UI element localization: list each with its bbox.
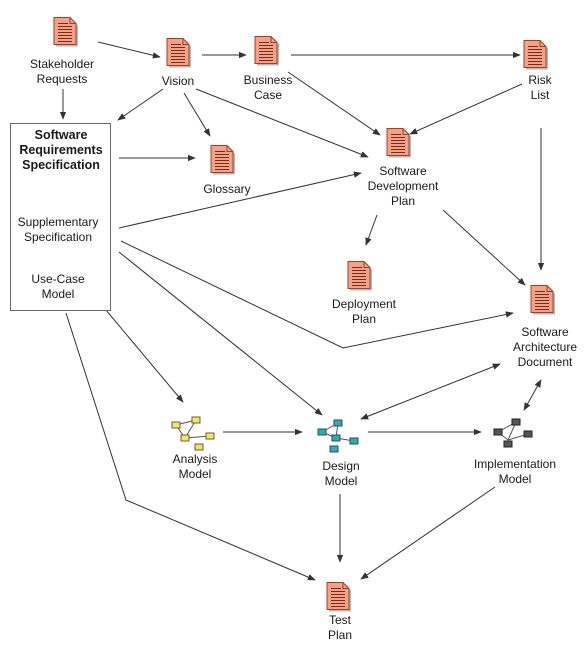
- stakeholder-requests-document-icon: [53, 17, 78, 47]
- vision-label: Vision: [161, 74, 195, 88]
- implementation-model-label: Implementation Model: [473, 457, 557, 486]
- arrow-stakeholder-to-vision: [97, 41, 161, 59]
- sad-label: Software Architecture Document: [512, 325, 578, 369]
- test-plan-label: Test Plan: [327, 613, 353, 642]
- arrow-implementation-to-sad: [523, 379, 542, 411]
- arrow-design-to-sad: [360, 363, 501, 420]
- srs-title: Software Requirements Specification: [19, 128, 103, 172]
- arrow-sdp-to-sad: [442, 209, 526, 286]
- deployment-plan-document-icon: [347, 261, 372, 291]
- test-plan-document-icon: [326, 582, 351, 612]
- sdp-label: Software Development Plan: [367, 164, 439, 208]
- arrow-srs-to-design-model: [118, 251, 323, 416]
- analysis-model-icon: [171, 416, 215, 451]
- arrow-srs-to-sad: [120, 240, 514, 349]
- arrow-srs-to-sdp: [118, 171, 362, 229]
- arrow-vision-to-glossary: [183, 92, 211, 137]
- design-model-icon: [317, 419, 359, 453]
- business-case-label: Business Case: [243, 73, 293, 102]
- arrow-business-case-to-sdp: [287, 71, 381, 136]
- glossary-label: Glossary: [203, 182, 251, 196]
- stakeholder-requests-label: Stakeholder Requests: [29, 57, 95, 86]
- arrow-risk-list-to-sdp: [409, 83, 523, 135]
- implementation-model-icon: [493, 418, 533, 448]
- sad-document-icon: [530, 285, 555, 315]
- risk-list-label: Risk List: [528, 73, 552, 102]
- glossary-document-icon: [210, 145, 235, 175]
- srs-container: [10, 123, 111, 311]
- business-case-document-icon: [254, 36, 279, 66]
- risk-list-document-icon: [523, 40, 548, 70]
- arrow-vision-to-srs: [117, 88, 164, 121]
- arrow-srs-to-test-plan: [65, 312, 316, 581]
- analysis-model-label: Analysis Model: [172, 452, 218, 481]
- vision-document-icon: [166, 38, 191, 68]
- use-case-model-label: Use-Case Model: [31, 272, 85, 301]
- sdp-document-icon: [386, 128, 411, 158]
- design-model-label: Design Model: [322, 459, 360, 488]
- deployment-plan-label: Deployment Plan: [331, 297, 397, 326]
- supplementary-specification-label: Supplementary Specification: [17, 215, 99, 244]
- arrow-vision-to-sdp: [195, 88, 369, 158]
- arrow-implementation-to-test-plan: [360, 486, 496, 580]
- arrow-sdp-to-deployment-plan: [365, 214, 378, 246]
